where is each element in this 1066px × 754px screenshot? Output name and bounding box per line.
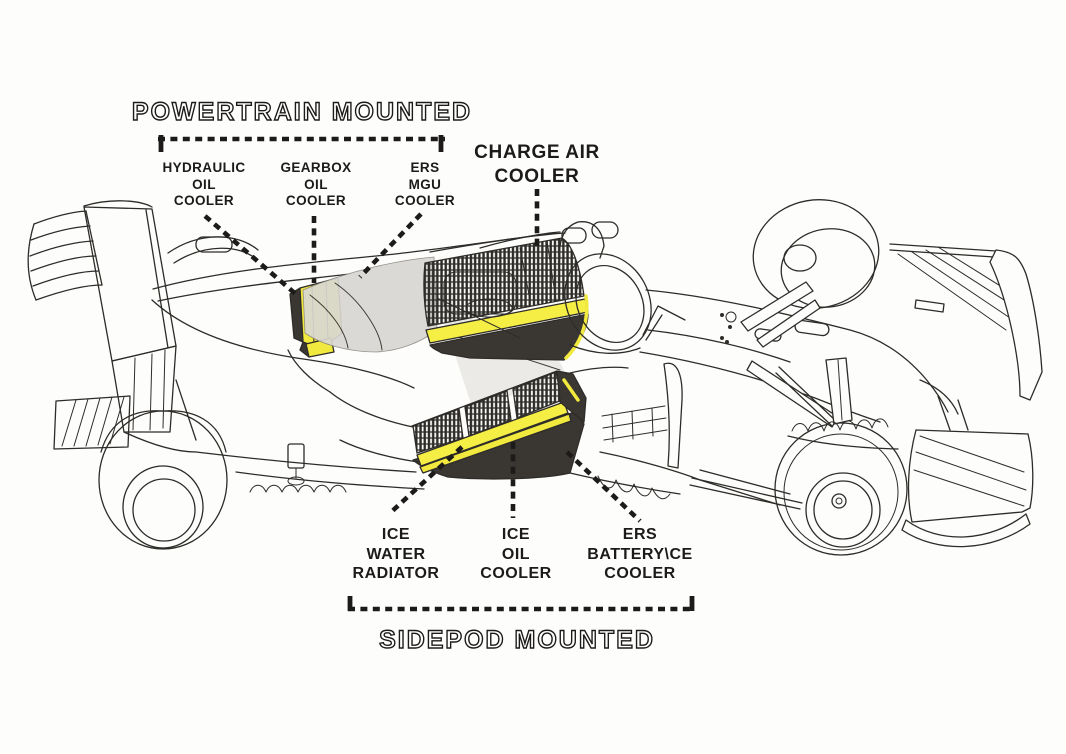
hydraulic-oil-cooler-label: HYDRAULIC OIL COOLER — [162, 160, 246, 209]
airbox — [479, 221, 619, 259]
powertrain-mounted-title: POWERTRAIN MOUNTED — [131, 97, 473, 126]
front-wheel-far — [740, 199, 880, 348]
front-wheel-near — [689, 357, 908, 556]
bargeboards — [597, 362, 899, 506]
sidepod-bracket — [347, 596, 695, 612]
engine-cover — [151, 232, 566, 493]
halo — [564, 253, 686, 354]
gearbox-oil-cooler-label: GEARBOX OIL COOLER — [280, 160, 352, 209]
ers-mgu-cooler-label: ERS MGU COOLER — [394, 160, 456, 209]
front-wing — [889, 243, 1043, 548]
charge-air-cooler-highlight — [423, 237, 589, 361]
sidepod-mounted-title: SIDEPOD MOUNTED — [378, 625, 655, 654]
rear-wing — [27, 200, 197, 453]
ice-oil-cooler-label: ICE OIL COOLER — [480, 526, 552, 583]
ice-water-radiator-label: ICE WATER RADIATOR — [352, 526, 440, 583]
leader-lines — [203, 189, 642, 523]
rear-wheel — [98, 410, 228, 550]
charge-air-cooler-label: CHARGE AIR COOLER — [474, 142, 600, 187]
sidepod-radiator-highlight — [329, 366, 681, 495]
powertrain-bracket — [158, 135, 445, 152]
ers-battery-ce-cooler-label: ERS BATTERY\CE COOLER — [587, 526, 693, 583]
